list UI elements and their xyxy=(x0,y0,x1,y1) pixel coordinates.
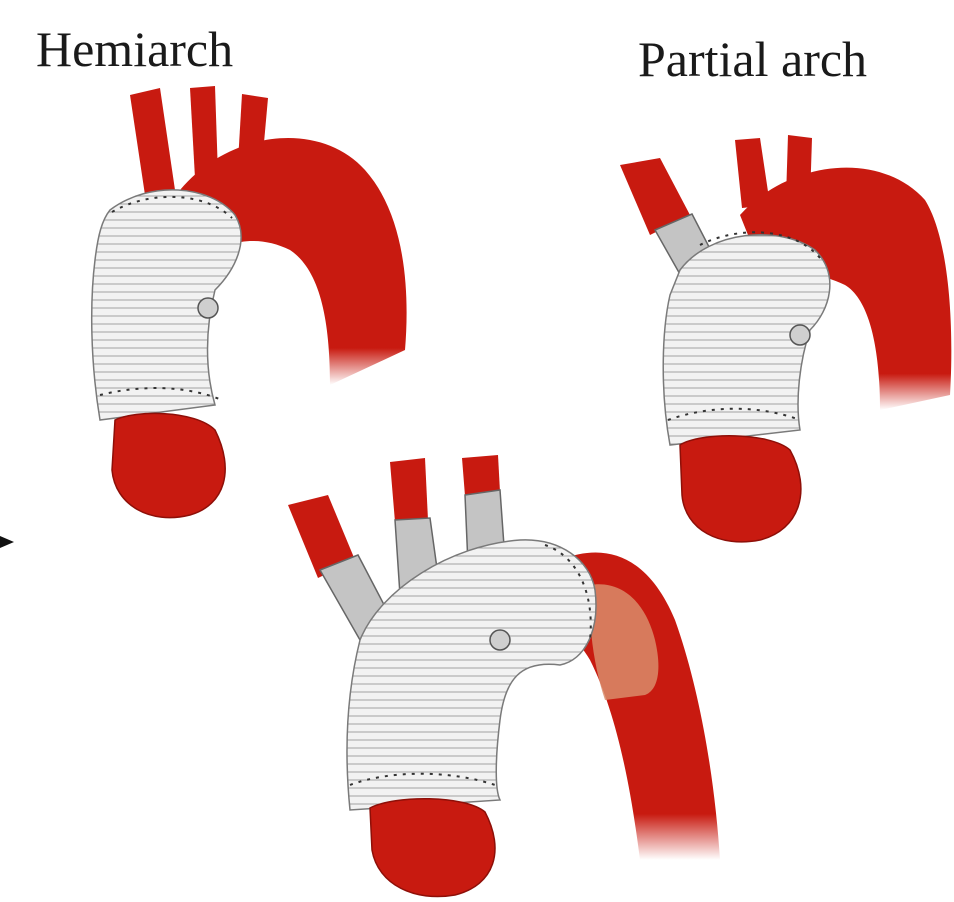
arrow-head xyxy=(0,536,14,548)
perfusion-side-branch xyxy=(198,298,218,318)
perfusion-side-branch xyxy=(790,325,810,345)
aortic-root xyxy=(112,413,225,517)
partial-arch-figure xyxy=(620,135,951,542)
hemiarch-graft xyxy=(92,190,241,420)
left-subclavian-stump xyxy=(462,455,500,496)
left-subclavian-artery xyxy=(786,135,812,200)
brachiocephalic-artery xyxy=(130,88,175,195)
total-arch-figure xyxy=(288,455,720,897)
aortic-root xyxy=(370,799,495,897)
perfusion-side-branch xyxy=(490,630,510,650)
total-arch-graft xyxy=(347,540,596,810)
left-carotid-artery xyxy=(190,86,218,178)
hemiarch-figure xyxy=(92,86,407,518)
left-carotid-stump xyxy=(390,458,428,522)
aortic-root xyxy=(680,436,801,542)
left-carotid-artery xyxy=(735,138,770,208)
